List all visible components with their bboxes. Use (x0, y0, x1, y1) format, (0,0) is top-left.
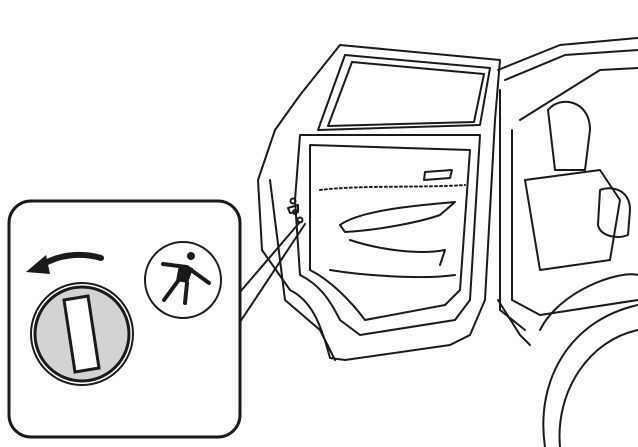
rear-door (257, 44, 501, 361)
child-figure-icon (144, 241, 222, 319)
child-lock-detail-inset (7, 199, 242, 439)
rotate-left-arrow-icon (26, 251, 104, 274)
car-body (497, 37, 638, 447)
child-lock-knob-icon (30, 282, 134, 386)
callout-lines (239, 221, 306, 323)
